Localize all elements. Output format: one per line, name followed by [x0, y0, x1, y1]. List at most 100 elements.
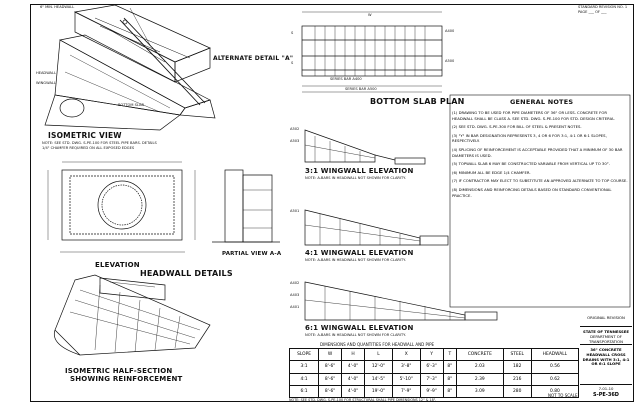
iso-half-title-1: ISOMETRIC HALF-SECTION [65, 367, 173, 375]
wingwall-3-1-note: NOTE: A-BARS IN HEADWALL NOT SHOWN FOR C… [305, 176, 406, 180]
general-note: (2) SEE STD. DWG. S-PE-300 FOR BILL OF S… [452, 124, 582, 130]
general-note: (3) "Y" IN BAR DESIGNATION REPRESENTS 3,… [452, 132, 607, 144]
table-header-cell: SLOPE [288, 347, 320, 362]
table-cell: 8" [442, 384, 458, 399]
table-cell: 6:1 [288, 384, 320, 399]
table-cell: 0.80 [530, 384, 580, 399]
title-block: ORIGINAL REVISION STATE OF TENNESSEE DEP… [580, 314, 632, 400]
table-row: 4:1 8'-6" 4'-0" 14'-5" 5'-10" 7'-3" 8" 2… [288, 372, 580, 386]
table-cell: 8'-6" [318, 372, 343, 386]
wingwall-6-1-note: NOTE: A-BARS IN HEADWALL NOT SHOWN FOR C… [305, 333, 406, 337]
a502-callout: A502 [290, 127, 300, 131]
a402-callout: A402 [290, 281, 300, 285]
table-cell: 8'-6" [318, 360, 343, 374]
iso-note-1: NOTE: SEE STD. DWG. S-PE-100 FOR STEEL P… [42, 141, 157, 145]
title-block-drawing-number: S-PE-36D [593, 392, 619, 398]
partial-view-drawing [212, 169, 280, 243]
alt-detail-title: ALTERNATE DETAIL "A" [213, 55, 294, 62]
table-title: DIMENSIONS AND QUANTITIES FOR HEADWALL A… [320, 342, 435, 347]
table-header-cell: HEADWALL [530, 347, 580, 362]
table-cell: 14'-5" [364, 372, 393, 386]
series-bar-a500-label: SERIES BAR A500 [345, 87, 377, 91]
drawing-border [30, 4, 634, 402]
a401-callout: A401 [290, 305, 300, 309]
table-cell: 280 [502, 384, 532, 399]
table-cell: 4'-0" [341, 372, 366, 386]
dim-s2-label: S [291, 61, 294, 65]
iso-half-title-2: SHOWING REINFORCEMENT [70, 375, 183, 383]
partial-view-title: PARTIAL VIEW A-A [222, 251, 282, 257]
table-header-cell: L [364, 347, 393, 362]
wingwall-3-1-title: 3:1 WINGWALL ELEVATION [305, 167, 414, 175]
table-cell: 2.39 [456, 372, 504, 386]
general-note: (8) DIMENSIONS AND REINFORCING DETAILS B… [452, 186, 612, 198]
a403-callout: A403 [290, 293, 300, 297]
table-cell: 19'-0" [364, 384, 393, 399]
table-footnote: NOTE: SEE STD. DWG. S-PE-100 FOR STRUCTU… [289, 398, 437, 402]
table-cell: 3'-8" [391, 360, 421, 374]
table-cell: 8'-6" [318, 384, 343, 399]
table-cell: 7'-3" [419, 372, 444, 386]
header-top-left: 6" MIN. HEADWALL [40, 5, 75, 9]
isometric-view-title: ISOMETRIC VIEW [48, 131, 122, 140]
general-notes-heading: GENERAL NOTES [510, 98, 574, 106]
table-cell: 8" [442, 360, 458, 374]
table-row: 3:1 8'-6" 4'-0" 12'-0" 3'-8" 6'-3" 8" 2.… [288, 360, 580, 374]
table-header-cell: X [391, 347, 421, 362]
table-cell: 9'-9" [419, 384, 444, 399]
table-header-cell: H [341, 347, 366, 362]
table-header-cell: T [442, 347, 458, 362]
header-revision: STANDARD REVISION NO. 1 [578, 5, 628, 9]
bottom-slab-plan-drawing [301, 11, 443, 93]
title-block-revision: ORIGINAL REVISION [587, 315, 625, 320]
title-block-agency-2: DEPARTMENT OF TRANSPORTATION [589, 334, 623, 344]
table-cell: 7'-9" [391, 384, 421, 399]
headwall-callout: HEADWALL [36, 71, 57, 75]
table-cell: 0.56 [530, 360, 580, 374]
alternate-detail-a-drawing [73, 4, 211, 83]
dim-s1-label: S [291, 31, 294, 35]
headwall-detail-drawing [99, 277, 166, 301]
wingwall-callout: WINGWALL [36, 81, 56, 85]
table-cell: 8" [442, 372, 458, 386]
table-header-cell: CONCRETE [456, 347, 504, 362]
general-note: (7) IF CONTRACTOR MAY ELECT TO SUBSTITUT… [452, 178, 628, 184]
general-notes-list: (1) DRAWING TO BE USED FOR PIPE DIAMETER… [452, 110, 628, 201]
iso-note-2: 1/4" CHAMFER REQUIRED ON ALL EXPOSED EDG… [42, 146, 135, 150]
table-row: 6:1 8'-6" 4'-0" 19'-0" 7'-9" 9'-9" 8" 3.… [288, 384, 580, 399]
a500-callout: A500 [445, 59, 455, 63]
quantities-table: SLOPE W H L X Y T CONCRETE STEEL HEADWAL… [288, 347, 580, 399]
wingwall-4-1-title: 4:1 WINGWALL ELEVATION [305, 249, 414, 257]
wingwall-4-1-drawing [304, 209, 449, 246]
wingwall-3-1-drawing [304, 129, 426, 165]
headwall-details-title: HEADWALL DETAILS [140, 269, 233, 278]
title-block-drawing-title: 36" CONCRETE HEADWALL CROSS DRAINS WITH … [582, 347, 630, 367]
table-cell: 4'-0" [341, 384, 366, 399]
wingwall-6-1-title: 6:1 WINGWALL ELEVATION [305, 324, 414, 332]
table-header-cell: W [318, 347, 343, 362]
not-to-scale-label: NOT TO SCALE [548, 393, 578, 398]
table-cell: 216 [502, 372, 532, 386]
isometric-view-drawing [44, 17, 216, 131]
table-cell: 3:1 [288, 360, 320, 374]
series-bar-a400-label: SERIES BAR A400 [330, 77, 362, 81]
table-cell: 4:1 [288, 372, 320, 386]
table-header-cell: STEEL [502, 347, 532, 362]
general-note: (1) DRAWING TO BE USED FOR PIPE DIAMETER… [452, 110, 615, 121]
general-note: (5) TOPWALL SLAB 6 MAY BE CONSTRUCTED VA… [452, 161, 610, 167]
table-cell: 12'-0" [364, 360, 393, 374]
bottom-slab-callout: BOTTOM SLAB [118, 103, 144, 107]
elevation-title: ELEVATION [95, 261, 140, 269]
general-note: (4) SPLICING OF REINFORCEMENT IS ACCEPTA… [452, 146, 623, 158]
table-cell: 2.03 [456, 360, 504, 374]
elevation-drawing [47, 161, 196, 253]
table-cell: 5'-10" [391, 372, 421, 386]
wingwall-4-1-note: NOTE: A-BARS IN HEADWALL NOT SHOWN FOR C… [305, 258, 406, 262]
a503-callout: A503 [290, 139, 300, 143]
table-cell: 6'-3" [419, 360, 444, 374]
isometric-half-section-drawing [53, 274, 211, 356]
wingwall-6-1-drawing [304, 281, 498, 321]
header-page: PAGE ___ OF ___ [578, 10, 607, 14]
